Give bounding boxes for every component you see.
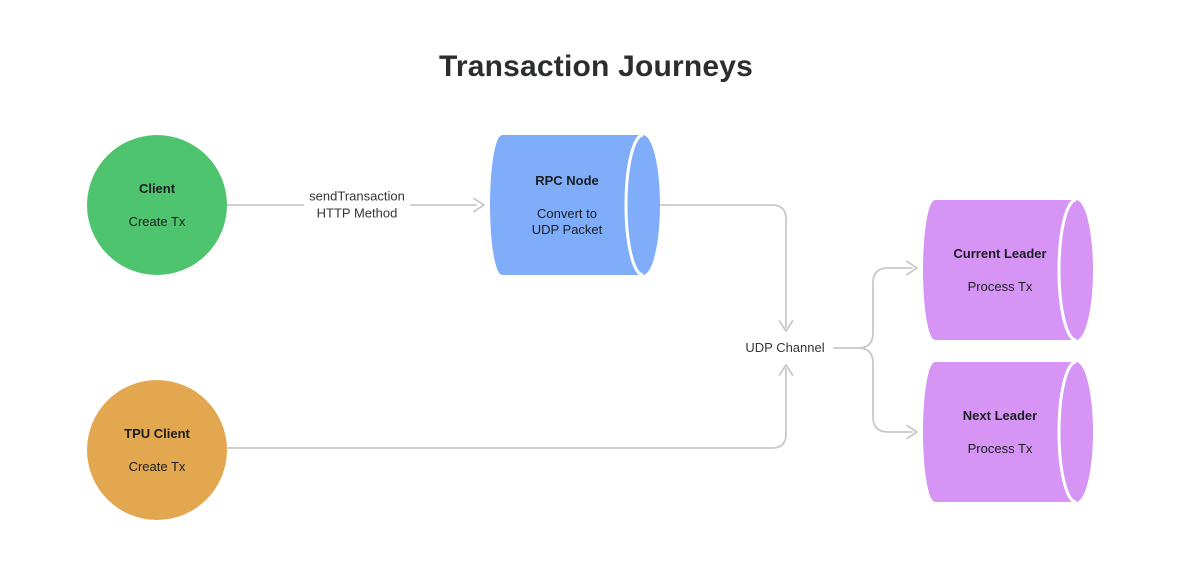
- next-leader-cylinder: [923, 362, 1093, 502]
- arrowhead-client-to-rpc-icon: [473, 197, 485, 213]
- cylinder-cap-line: [1057, 362, 1077, 502]
- send-transaction-label-line2: HTTP Method: [316, 205, 398, 220]
- udp-channel-label-text: UDP Channel: [745, 339, 825, 355]
- arrowhead-next-leader-icon: [906, 424, 918, 440]
- diagram-title: Transaction Journeys: [438, 50, 754, 83]
- arrowhead-rpc-to-udp-icon: [778, 320, 794, 332]
- cylinder-body: [490, 135, 660, 275]
- client-sublabel: Create Tx: [128, 213, 186, 229]
- cylinder-cap-line: [624, 135, 644, 275]
- rpc-node-sublabel-line1: Convert to: [537, 205, 597, 221]
- arrowhead-current-leader-icon: [906, 260, 918, 276]
- cylinder-cap-line: [1057, 200, 1077, 340]
- next-leader-label: Next Leader: [962, 407, 1038, 423]
- rpc-node-cylinder: [490, 135, 660, 275]
- tpu-client-sublabel: Create Tx: [128, 458, 186, 474]
- current-leader-cylinder: [923, 200, 1093, 340]
- tpu-client-node: TPU Client Create Tx: [87, 380, 227, 520]
- edges: [226, 197, 918, 449]
- rpc-node-sublabel-line2: UDP Packet: [531, 221, 603, 237]
- edge-fork-to-current-leader: [857, 267, 913, 349]
- cylinder-body: [923, 362, 1093, 502]
- edge-tpu-to-udp-channel: [226, 368, 787, 449]
- current-leader-node: Current Leader Process Tx: [923, 200, 1093, 340]
- cylinder-body: [923, 200, 1093, 340]
- client-label: Client: [138, 180, 176, 196]
- client-node: Client Create Tx: [87, 135, 227, 275]
- current-leader-sublabel: Process Tx: [967, 278, 1033, 294]
- rpc-node-sublabel: Convert to UDP Packet: [532, 206, 603, 238]
- edge-rpc-to-udp-channel: [659, 204, 787, 328]
- next-leader-node: Next Leader Process Tx: [923, 362, 1093, 502]
- arrowhead-tpu-to-udp-icon: [778, 364, 794, 376]
- rpc-node-label: RPC Node: [535, 172, 599, 188]
- send-transaction-edge-label: sendTransaction HTTP Method: [304, 187, 410, 223]
- edge-fork-to-next-leader: [857, 347, 913, 433]
- rpc-node: RPC Node Convert to UDP Packet: [490, 135, 660, 275]
- tpu-client-label: TPU Client: [124, 425, 190, 441]
- send-transaction-label-line1: sendTransaction: [309, 188, 405, 204]
- udp-channel-label: UDP Channel: [740, 338, 830, 358]
- current-leader-label: Current Leader: [953, 245, 1047, 261]
- next-leader-sublabel: Process Tx: [967, 440, 1033, 456]
